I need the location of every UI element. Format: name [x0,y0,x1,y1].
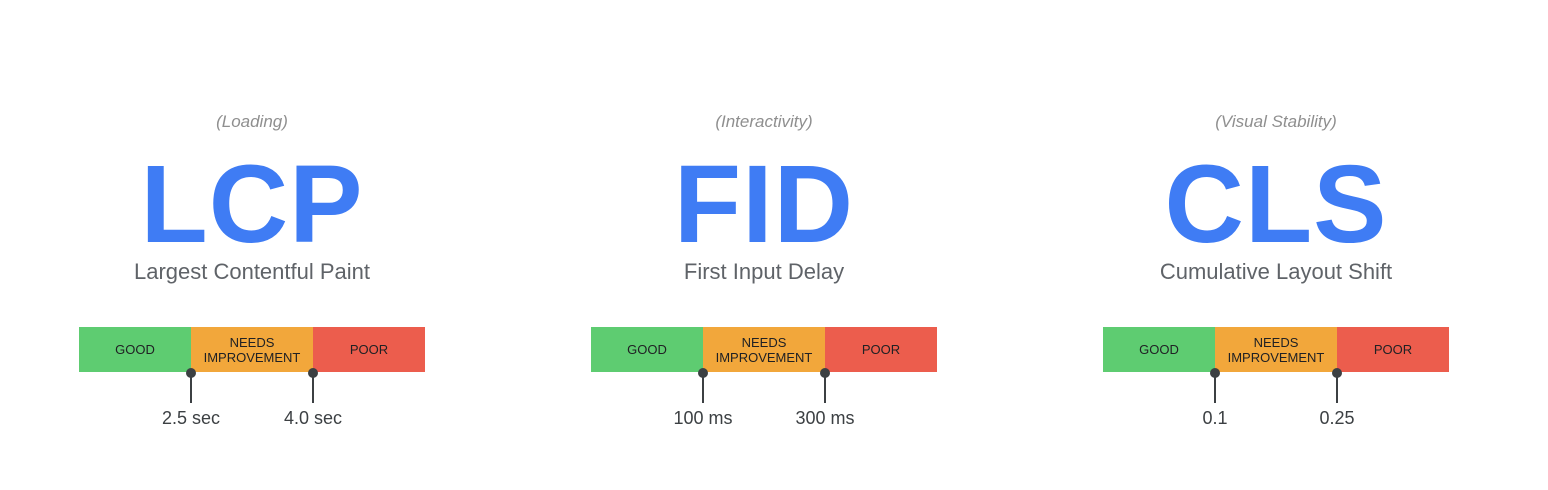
rating-good-segment: GOOD [591,327,703,372]
metric-full-name: First Input Delay [683,259,845,284]
metric-category: (Visual Stability) [1215,112,1337,131]
threshold-marker-good [186,368,196,404]
threshold-label-good: 0.1 [1202,408,1228,428]
threshold-label-good: 2.5 sec [161,408,221,428]
metric-abbreviation: CLS [1164,143,1388,266]
threshold-stem [824,373,826,403]
threshold-stem [702,373,704,403]
threshold-label-poor: 0.25 [1319,408,1355,428]
threshold-stem [1336,373,1338,403]
rating-needs-improvement-segment: NEEDS IMPROVEMENT [703,327,825,372]
metric-full-name: Largest Contentful Paint [133,259,371,284]
threshold-marker-good [698,368,708,404]
threshold-label-good: 100 ms [673,408,733,428]
rating-poor-segment: POOR [1337,327,1449,372]
metric-full-name: Cumulative Layout Shift [1159,259,1393,284]
threshold-marker-poor [308,368,318,404]
rating-poor-segment: POOR [825,327,937,372]
rating-bar: GOOD NEEDS IMPROVEMENT POOR [1103,327,1449,372]
threshold-label-poor: 300 ms [795,408,855,428]
rating-good-segment: GOOD [1103,327,1215,372]
metric-category: (Loading) [216,112,288,131]
rating-needs-improvement-segment: NEEDS IMPROVEMENT [1215,327,1337,372]
threshold-stem [190,373,192,403]
metric-abbreviation: LCP [140,143,364,266]
threshold-stem [1214,373,1216,403]
rating-needs-improvement-segment: NEEDS IMPROVEMENT [191,327,313,372]
threshold-marker-poor [1332,368,1342,404]
metric-cls: (Visual Stability) CLS Cumulative Layout… [1103,0,1449,490]
threshold-marker-poor [820,368,830,404]
metric-fid: (Interactivity) FID First Input Delay GO… [591,0,937,490]
threshold-marker-good [1210,368,1220,404]
metric-category: (Interactivity) [715,112,813,131]
threshold-label-poor: 4.0 sec [283,408,343,428]
threshold-stem [312,373,314,403]
rating-good-segment: GOOD [79,327,191,372]
metric-abbreviation: FID [673,143,855,266]
rating-poor-segment: POOR [313,327,425,372]
metric-lcp: (Loading) LCP Largest Contentful Paint G… [79,0,425,490]
rating-bar: GOOD NEEDS IMPROVEMENT POOR [591,327,937,372]
rating-bar: GOOD NEEDS IMPROVEMENT POOR [79,327,425,372]
